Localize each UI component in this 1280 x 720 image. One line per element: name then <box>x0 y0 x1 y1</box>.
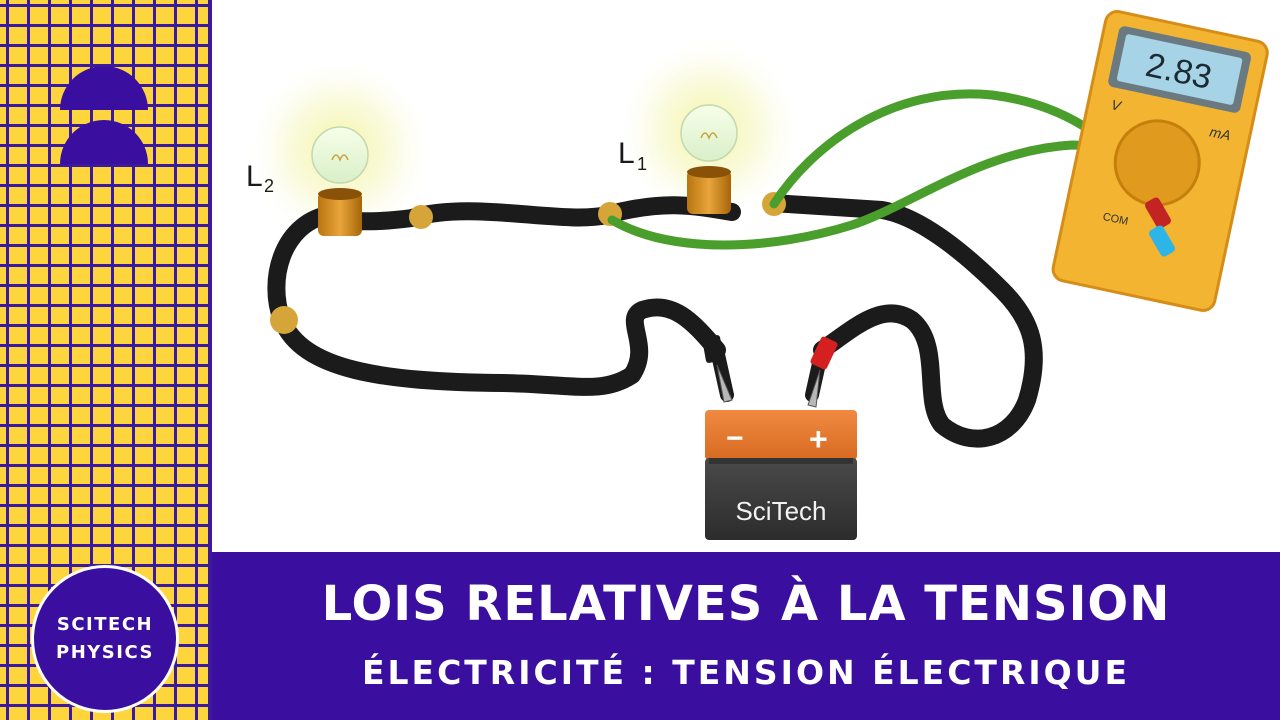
multimeter-screen <box>1116 34 1243 105</box>
meter-label-com: COM <box>1102 211 1130 228</box>
lamp-l1-index: 1 <box>637 154 647 174</box>
brand-badge: SCITECH PHYSICS <box>31 565 179 713</box>
lamp-l2-socket <box>318 192 362 236</box>
lamp-l1-filament <box>700 132 718 141</box>
lamp-l2-filament <box>331 154 349 163</box>
battery-brand-label: SciTech <box>735 496 826 526</box>
probe-plug-com-icon <box>1149 225 1175 257</box>
lamp-l2-bulb <box>311 126 369 184</box>
clip-negative-icon <box>702 335 733 403</box>
circuit-illustration: L 2 L 1 − + SciTech 2.83 V mA COM <box>245 10 1269 540</box>
grid-sidebar: SCITECH PHYSICS <box>0 0 211 720</box>
title-banner: LOIS RELATIVES À LA TENSION ÉLECTRICITÉ … <box>212 552 1280 720</box>
circuit-wire <box>267 194 1043 448</box>
meter-label-ma: mA <box>1208 123 1232 143</box>
wire-node <box>409 205 433 229</box>
sidebar-divider <box>208 0 212 720</box>
lamp-l2-label: L <box>246 160 263 193</box>
brand-logo-icon <box>60 66 148 164</box>
lamp-l1-bulb <box>680 104 738 162</box>
brand-name-line1: SCITECH <box>56 614 154 635</box>
page-subtitle: ÉLECTRICITÉ : TENSION ÉLECTRIQUE <box>361 653 1131 692</box>
battery-body <box>705 458 857 540</box>
battery-plus-label: + <box>809 421 828 457</box>
lamp-l2-index: 2 <box>264 176 274 196</box>
multimeter: 2.83 V mA COM <box>1051 10 1269 312</box>
lamp-l1-label: L <box>618 137 635 170</box>
brand-name-line2: PHYSICS <box>56 642 154 663</box>
probe-plug-v-icon <box>1145 197 1171 229</box>
wire-node <box>270 306 298 334</box>
page-title: LOIS RELATIVES À LA TENSION <box>321 576 1171 632</box>
battery-top <box>705 410 857 460</box>
lamp-l1 <box>680 104 738 214</box>
clip-positive-icon <box>807 336 838 408</box>
battery <box>705 410 857 540</box>
battery-minus-label: − <box>726 422 744 455</box>
lamp-l1-socket <box>687 170 731 214</box>
lamp-l2 <box>311 126 369 236</box>
